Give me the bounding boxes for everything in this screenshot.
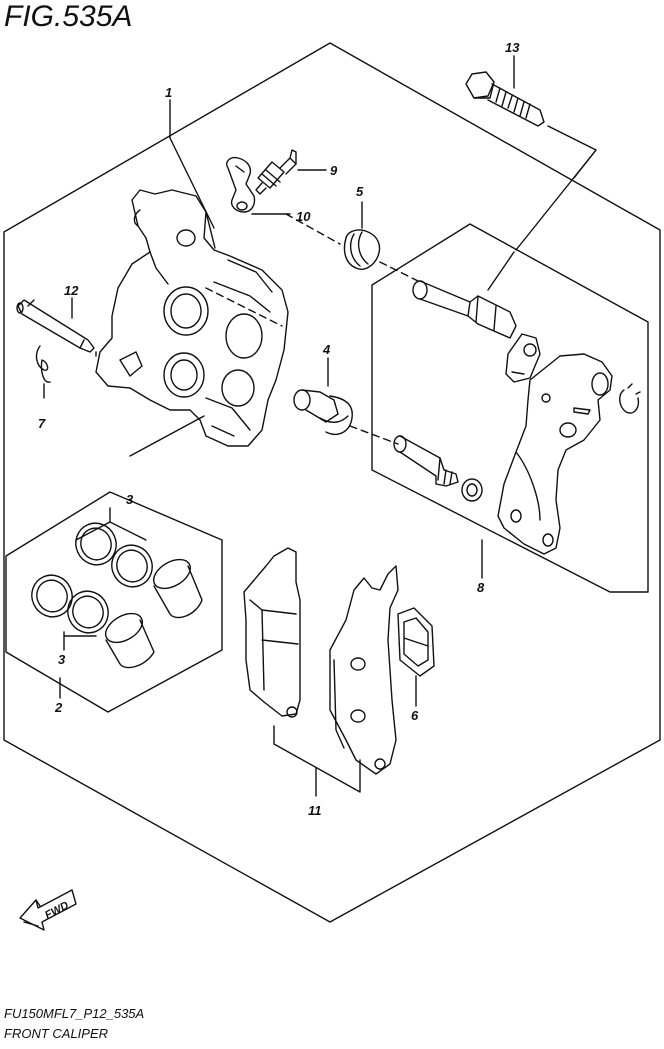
callout-12: 12 bbox=[64, 283, 79, 298]
caliper-body bbox=[95, 189, 289, 447]
bracket-washer bbox=[461, 478, 483, 502]
figure-caption: FRONT CALIPER bbox=[4, 1026, 109, 1041]
brake-pad-left bbox=[243, 547, 301, 718]
pin-clip bbox=[35, 345, 51, 383]
piston-seal-lower-right bbox=[67, 590, 109, 634]
callout-3-bottom: 3 bbox=[58, 652, 66, 667]
callout-7: 7 bbox=[38, 416, 46, 431]
fwd-arrow-icon bbox=[19, 889, 77, 931]
figure-title: FIG.535A bbox=[4, 0, 133, 33]
piston-upper bbox=[152, 558, 203, 619]
callout-9: 9 bbox=[330, 163, 338, 178]
piston-lower bbox=[104, 612, 155, 669]
leader-11 bbox=[273, 725, 361, 797]
slide-pin-upper bbox=[412, 280, 517, 339]
piston-group-outline bbox=[5, 491, 223, 713]
piston-seal-upper-left bbox=[75, 522, 117, 566]
dust-boot bbox=[343, 229, 381, 270]
bracket-group-outline bbox=[371, 223, 649, 593]
figure-code: FU150MFL7_P12_535A bbox=[4, 1006, 145, 1021]
callout-1: 1 bbox=[165, 85, 172, 100]
callout-11: 11 bbox=[308, 803, 322, 818]
bleeder-valve bbox=[255, 149, 297, 195]
bleeder-cap bbox=[226, 156, 256, 213]
assembly-outline bbox=[3, 42, 661, 923]
brake-pad-right bbox=[329, 565, 399, 775]
callout-8: 8 bbox=[477, 580, 485, 595]
callout-3-top: 3 bbox=[126, 492, 134, 507]
circlip bbox=[619, 383, 641, 414]
callout-10: 10 bbox=[296, 209, 311, 224]
pin-boot bbox=[293, 389, 353, 436]
pad-retainer-tab bbox=[505, 333, 541, 383]
callout-13: 13 bbox=[505, 40, 520, 55]
piston-seal-lower-left bbox=[31, 574, 73, 618]
pad-shim bbox=[397, 607, 435, 677]
piston-seal-upper-right bbox=[111, 544, 153, 588]
callout-2: 2 bbox=[54, 700, 63, 715]
leader-3-bottom bbox=[63, 631, 97, 651]
caliper-pin bbox=[16, 299, 95, 353]
callout-5: 5 bbox=[356, 184, 364, 199]
leader-3-top bbox=[75, 507, 147, 541]
mounting-bolt bbox=[465, 71, 545, 127]
caliper-bracket bbox=[497, 353, 613, 555]
callout-4: 4 bbox=[322, 342, 331, 357]
callout-6: 6 bbox=[411, 708, 419, 723]
slide-pin-lower bbox=[393, 435, 459, 487]
